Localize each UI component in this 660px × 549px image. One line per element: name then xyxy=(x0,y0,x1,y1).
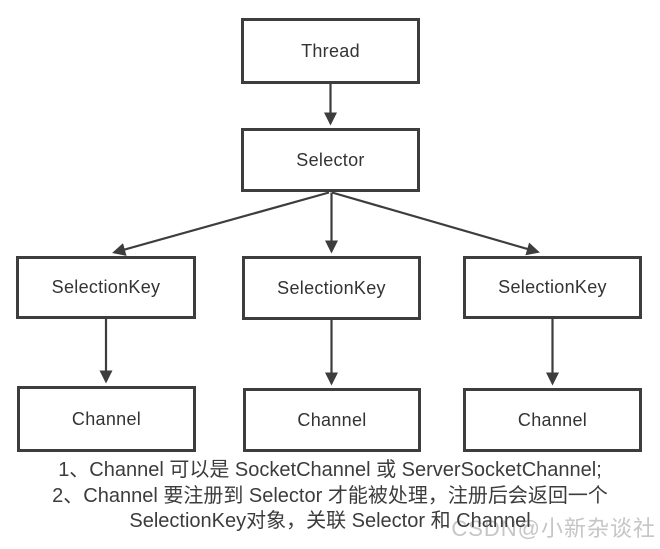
node-selectionkey-right: SelectionKey xyxy=(463,256,642,319)
node-channel-right: Channel xyxy=(463,388,642,452)
note-line-1: 1、Channel 可以是 SocketChannel 或 ServerSock… xyxy=(58,459,602,481)
node-channel-left: Channel xyxy=(17,386,196,452)
note-line-3: SelectionKey对象，关联 Selector 和 Channel xyxy=(129,510,531,532)
arrow-selector-to-selectionkey-right xyxy=(331,191,540,256)
node-channel-middle: Channel xyxy=(243,388,421,452)
note-line-2: 2、Channel 要注册到 Selector 才能被处理，注册后会返回一个 xyxy=(52,484,608,507)
csdn-watermark: CSDN@小新杂谈社 xyxy=(451,516,656,541)
notes-block: 1、Channel 可以是 SocketChannel 或 ServerSock… xyxy=(0,458,660,535)
arrow-selector-to-selectionkey-left xyxy=(112,191,330,256)
node-selectionkey-middle: SelectionKey xyxy=(242,256,421,320)
node-selector: Selector xyxy=(241,128,420,192)
node-thread: Thread xyxy=(241,18,420,84)
node-selectionkey-left: SelectionKey xyxy=(16,256,196,319)
